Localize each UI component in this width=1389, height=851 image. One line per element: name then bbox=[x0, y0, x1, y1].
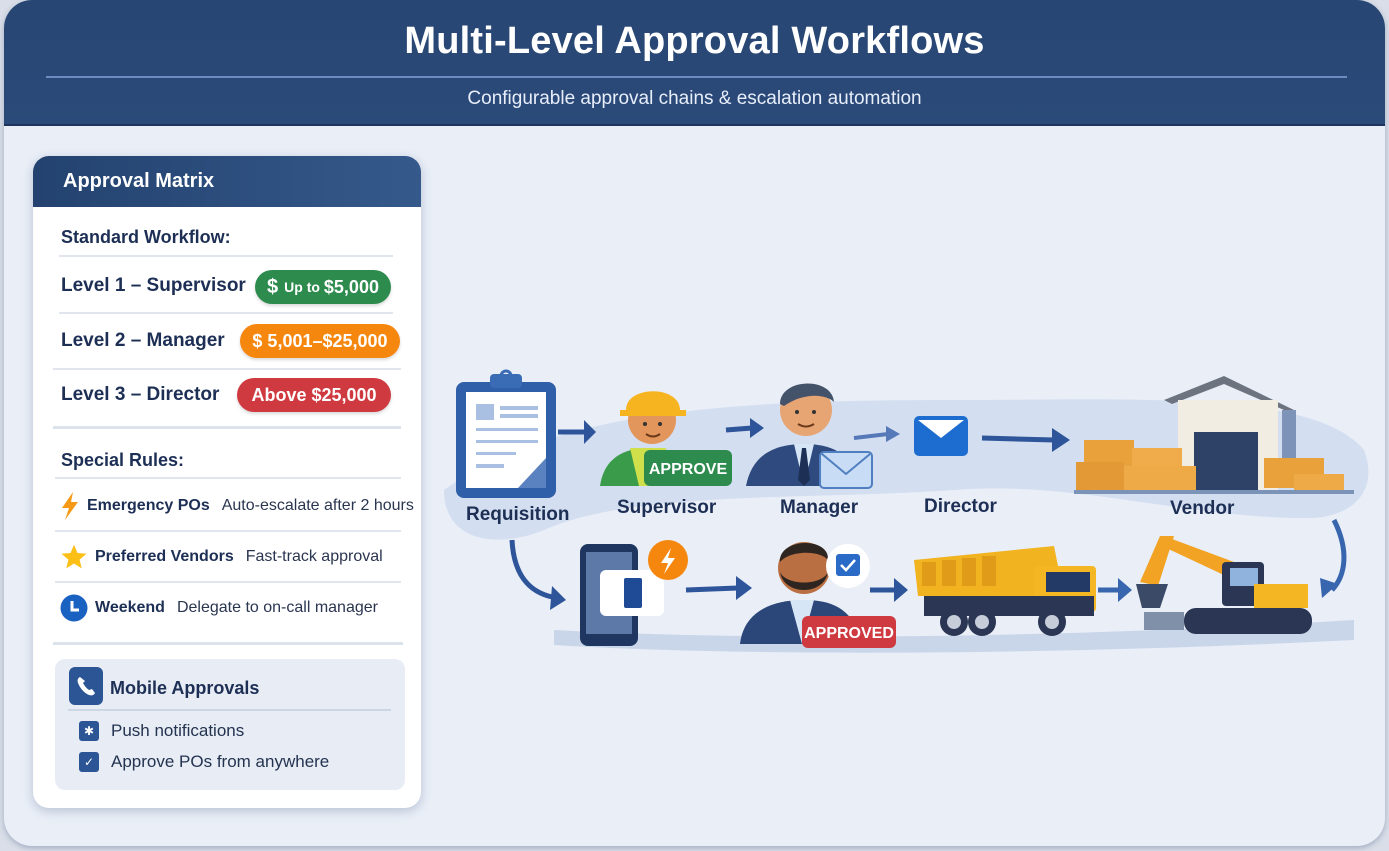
dump-truck-icon bbox=[914, 546, 1096, 636]
level-label: Level 1 – Supervisor bbox=[61, 275, 246, 296]
standard-workflow-heading: Standard Workflow: bbox=[61, 227, 231, 247]
flow-label-requisition: Requisition bbox=[466, 504, 570, 525]
level-label: Level 2 – Manager bbox=[61, 330, 225, 351]
mobile-phone-icon bbox=[580, 540, 688, 646]
warehouse-icon bbox=[1074, 376, 1354, 494]
special-rules-heading: Special Rules: bbox=[61, 450, 185, 470]
approved-badge: APPROVED bbox=[804, 625, 894, 642]
rule-emergency-pos: Emergency POs Auto-escalate after 2 hour… bbox=[59, 486, 414, 526]
clock-icon bbox=[59, 593, 89, 623]
flow-label-manager: Manager bbox=[780, 497, 859, 518]
clipboard-icon bbox=[456, 369, 556, 498]
header-divider bbox=[46, 76, 1347, 78]
divider bbox=[55, 581, 401, 583]
rule-weekend: Weekend Delegate to on-call manager bbox=[59, 588, 411, 628]
badge-level-2: $ 5,001–$25,000 bbox=[240, 324, 400, 358]
mobile-item-approve-anywhere: ✓ Approve POs from anywhere bbox=[79, 752, 329, 772]
mobile-approvals-box: Mobile Approvals ✱ Push notifications ✓ … bbox=[55, 659, 405, 790]
infographic-frame: Multi-Level Approval Workflows Configura… bbox=[4, 0, 1385, 846]
section-divider bbox=[53, 642, 403, 645]
star-icon bbox=[59, 542, 89, 572]
approve-badge: APPROVE bbox=[649, 461, 728, 478]
page-subtitle: Configurable approval chains & escalatio… bbox=[467, 88, 922, 109]
notification-icon: ✱ bbox=[79, 721, 99, 741]
excavator-icon bbox=[1136, 536, 1312, 634]
section-divider bbox=[53, 426, 401, 429]
workflow-diagram: APPROVE bbox=[434, 340, 1384, 680]
phone-icon bbox=[69, 667, 103, 705]
flow-label-director: Director bbox=[924, 496, 997, 517]
dollar-icon: $ bbox=[267, 275, 279, 298]
checkmark-icon: ✓ bbox=[79, 752, 99, 772]
lightning-icon bbox=[59, 491, 81, 521]
divider bbox=[59, 312, 393, 314]
rule-preferred-vendors: Preferred Vendors Fast-track approval bbox=[59, 537, 411, 577]
page-title: Multi-Level Approval Workflows bbox=[404, 20, 985, 62]
panel-title: Approval Matrix bbox=[33, 156, 421, 207]
badge-level-1: $ Up to $5,000 bbox=[255, 270, 391, 304]
mobile-approvals-title: Mobile Approvals bbox=[110, 678, 260, 698]
divider bbox=[59, 255, 393, 257]
level-row-2: Level 2 – Manager bbox=[61, 321, 401, 361]
level-label: Level 3 – Director bbox=[61, 384, 220, 405]
divider bbox=[68, 709, 391, 711]
level-row-1: Level 1 – Supervisor bbox=[61, 266, 401, 306]
director-envelope-icon bbox=[914, 416, 968, 456]
flow-label-supervisor: Supervisor bbox=[617, 497, 717, 518]
check-icon bbox=[836, 554, 860, 576]
header: Multi-Level Approval Workflows Configura… bbox=[4, 0, 1385, 126]
envelope-icon bbox=[819, 451, 873, 489]
level-row-3: Level 3 – Director bbox=[61, 375, 401, 415]
flow-label-vendor: Vendor bbox=[1170, 498, 1235, 519]
badge-level-3: Above $25,000 bbox=[237, 378, 391, 412]
approval-matrix-panel: Approval Matrix Standard Workflow: Level… bbox=[33, 156, 421, 808]
mobile-item-push-notifications: ✱ Push notifications bbox=[79, 721, 244, 741]
divider bbox=[55, 530, 401, 532]
divider bbox=[53, 368, 401, 370]
divider bbox=[55, 477, 401, 479]
